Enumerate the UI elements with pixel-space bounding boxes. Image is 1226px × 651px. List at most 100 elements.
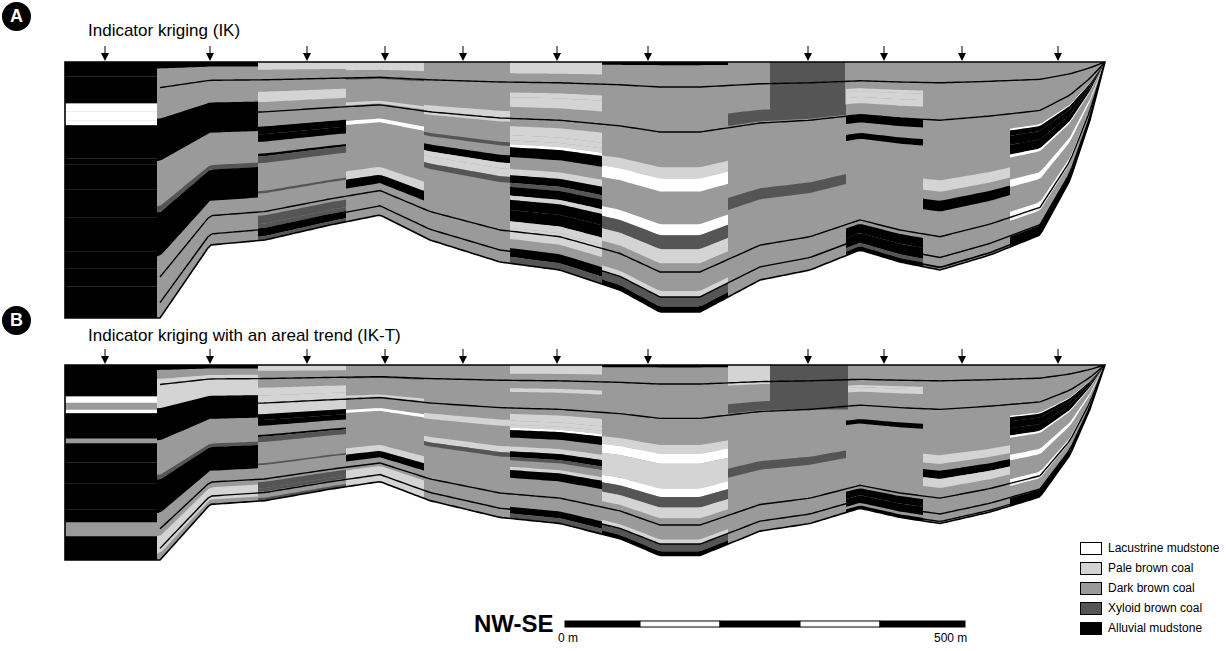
scale-value: 500 m [934, 632, 967, 646]
facies-band [728, 174, 846, 210]
well-triangle [804, 53, 812, 61]
well-triangle [804, 356, 812, 364]
facies-band [510, 147, 602, 167]
facies-band [258, 127, 346, 142]
facies-band [157, 167, 258, 256]
section-fill [65, 62, 1105, 318]
scale-bar [800, 621, 880, 627]
facies-band [424, 132, 510, 146]
well-marker [206, 349, 214, 364]
facies-band [65, 462, 157, 483]
legend-swatch [1080, 602, 1102, 615]
well-marker [1054, 46, 1062, 61]
scale-value: 0 m [558, 632, 578, 646]
horizon-line [160, 65, 1104, 277]
coal-ground [65, 365, 1105, 560]
legend-text: Dark brown coal [1108, 581, 1195, 595]
facies-band [424, 105, 510, 122]
well-triangle [553, 53, 561, 61]
legend-text: Lacustrine mudstone [1108, 541, 1219, 555]
legend-swatch [1080, 542, 1102, 555]
well-marker [459, 46, 467, 61]
facies-band [157, 484, 258, 553]
scale-bar [565, 621, 640, 627]
facies-band [1010, 365, 1105, 506]
facies-band [65, 536, 157, 560]
horizon-line [160, 365, 1104, 384]
panel-letter: B [10, 310, 23, 331]
legend-text: Pale brown coal [1108, 561, 1193, 575]
well-marker [303, 46, 311, 61]
well-marker [804, 46, 812, 61]
facies-band [65, 121, 157, 126]
well-triangle [381, 53, 389, 61]
facies-band [602, 228, 728, 263]
facies-band [846, 97, 923, 107]
section-fill [65, 365, 1105, 560]
well-triangle [958, 53, 966, 61]
well-triangle [101, 53, 109, 61]
facies-band [258, 89, 346, 102]
well-triangle [1054, 356, 1062, 364]
facies-band [157, 395, 258, 440]
facies-band [258, 365, 346, 371]
well-marker [553, 349, 561, 364]
legend-swatch [1080, 622, 1102, 635]
horizon-line [160, 63, 1104, 134]
well-triangle [958, 356, 966, 364]
facies-band [846, 387, 923, 394]
panel-title: Indicator kriging (IK) [88, 21, 240, 41]
well-triangle [553, 356, 561, 364]
horizon-line [160, 66, 1104, 303]
facies-band [65, 62, 157, 77]
horizon-line [160, 367, 1104, 528]
facies-band [424, 413, 510, 426]
well-triangle [381, 356, 389, 364]
well-marker [101, 46, 109, 61]
facies-band [65, 413, 157, 438]
facies-band [346, 62, 424, 71]
facies-band [923, 244, 1010, 268]
legend-swatch [1080, 582, 1102, 595]
well-marker [459, 349, 467, 364]
well-marker [1054, 349, 1062, 364]
scale-bar [880, 621, 965, 627]
coal-ground [65, 62, 1105, 318]
well-triangle [101, 356, 109, 364]
horizon-line [160, 368, 1104, 549]
facies-band [923, 466, 1010, 487]
facies-band [65, 112, 157, 121]
well-marker [644, 46, 652, 61]
facies-band [65, 77, 157, 104]
well-marker [303, 349, 311, 364]
facies-band [258, 453, 346, 465]
well-triangle [303, 53, 311, 61]
well-triangle [206, 356, 214, 364]
facies-band [510, 388, 602, 394]
well-triangle [459, 356, 467, 364]
well-triangle [459, 53, 467, 61]
facies-band [258, 429, 346, 442]
facies-band [424, 162, 510, 183]
facies-band [770, 62, 845, 110]
facies-band [728, 450, 846, 477]
well-marker [804, 349, 812, 364]
well-marker [206, 46, 214, 61]
well-marker [381, 46, 389, 61]
section-outline [65, 62, 1105, 318]
facies-band [923, 445, 1010, 464]
facies-band [846, 419, 923, 428]
facies-band [65, 410, 157, 413]
well-marker [880, 46, 888, 61]
panel-letter: A [10, 6, 23, 27]
section-direction: NW-SE [474, 610, 554, 638]
scale-bar [640, 621, 720, 627]
panel-badge: A [2, 2, 31, 31]
facies-band [65, 165, 157, 190]
well-marker [101, 349, 109, 364]
facies-band [65, 125, 157, 158]
well-triangle [880, 356, 888, 364]
well-marker [381, 349, 389, 364]
facies-band [510, 97, 602, 111]
